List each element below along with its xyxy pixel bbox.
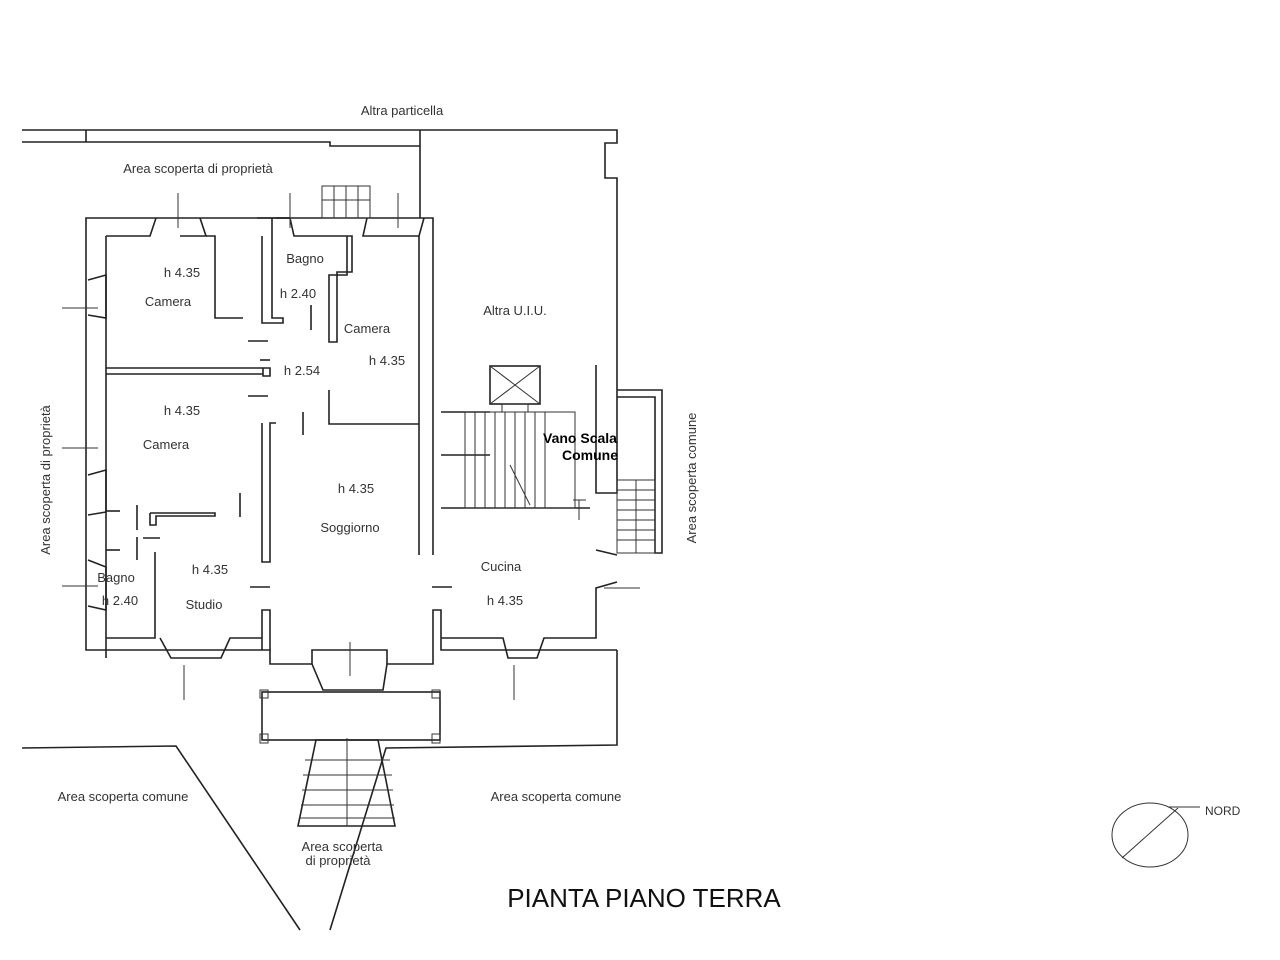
label-area-right: Area scoperta comune bbox=[684, 413, 699, 544]
label-altra-particella: Altra particella bbox=[361, 103, 444, 118]
window-marks bbox=[62, 193, 640, 700]
label-area-bottom-left: Area scoperta comune bbox=[58, 789, 189, 804]
label-area-bottom-right: Area scoperta comune bbox=[491, 789, 622, 804]
room-height: h 2.54 bbox=[284, 363, 320, 378]
common-stairwell bbox=[464, 365, 586, 520]
area-labels: Altra particella Area scoperta di propri… bbox=[38, 103, 699, 868]
room-name: Camera bbox=[145, 294, 192, 309]
label-vano-scala: Vano Scala bbox=[543, 430, 617, 446]
label-area-bottom-center-2: di proprietà bbox=[305, 853, 371, 868]
front-stairs bbox=[259, 689, 441, 827]
room-height: h 4.35 bbox=[487, 593, 523, 608]
room-name: Soggiorno bbox=[320, 520, 379, 535]
room-name: Studio bbox=[186, 597, 223, 612]
north-compass: NORD bbox=[1111, 802, 1241, 868]
label-area-left: Area scoperta di proprietà bbox=[38, 404, 53, 554]
room-height: h 2.40 bbox=[102, 593, 138, 608]
back-stairs bbox=[321, 185, 371, 219]
room-height: h 4.35 bbox=[338, 481, 374, 496]
side-stairs bbox=[616, 389, 663, 554]
label-altra-uiu: Altra U.I.U. bbox=[483, 303, 547, 318]
label-area-bottom-center: Area scoperta bbox=[302, 839, 384, 854]
label-vano-scala-2: Comune bbox=[562, 447, 618, 463]
exterior-walls bbox=[85, 217, 618, 691]
plan-title: PIANTA PIANO TERRA bbox=[507, 883, 781, 913]
room-height: h 4.35 bbox=[192, 562, 228, 577]
room-height: h 4.35 bbox=[164, 265, 200, 280]
room-height: h 4.35 bbox=[369, 353, 405, 368]
room-height: h 4.35 bbox=[164, 403, 200, 418]
north-label: NORD bbox=[1205, 804, 1241, 818]
label-area-top: Area scoperta di proprietà bbox=[123, 161, 273, 176]
room-name: Bagno bbox=[97, 570, 135, 585]
room-height: h 2.40 bbox=[280, 286, 316, 301]
property-boundaries bbox=[21, 129, 618, 931]
room-labels: Camera h 4.35 Bagno h 2.40 Camera h 4.35… bbox=[97, 251, 523, 612]
room-name: Camera bbox=[143, 437, 190, 452]
room-name: Camera bbox=[344, 321, 391, 336]
room-name: Bagno bbox=[286, 251, 324, 266]
room-name: Cucina bbox=[481, 559, 522, 574]
